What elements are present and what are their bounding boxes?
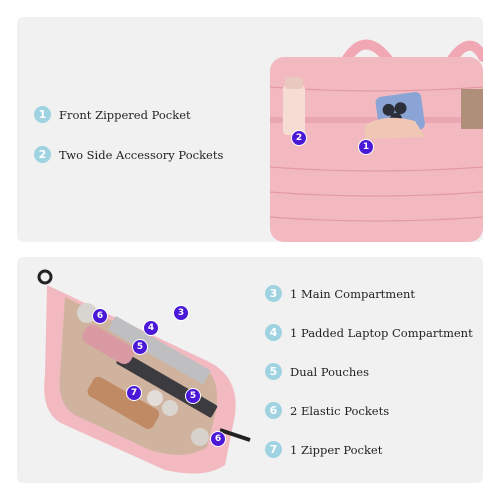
feature-number-circle: 5	[265, 363, 282, 380]
photo-badge: 6	[210, 431, 226, 447]
photo-badge: 3	[173, 305, 189, 321]
photo-badge: 4	[143, 320, 159, 336]
feature-number-circle: 2	[34, 146, 51, 163]
feature-label: Dual Pouches	[290, 364, 369, 379]
feature-label: Front Zippered Pocket	[59, 107, 191, 122]
bottom-feature-panel: 6 4 3 5 7 5 6 3 1 Main Compartment 4 1 P…	[17, 257, 483, 483]
feature-number-circle: 3	[265, 285, 282, 302]
feature-dual-pouches: 5 Dual Pouches	[265, 363, 369, 380]
tote-bag-front-photo: 1 2	[265, 17, 483, 242]
feature-label: 1 Main Compartment	[290, 286, 416, 301]
top-feature-panel: 1 Front Zippered Pocket 2 Two Side Acces…	[17, 17, 483, 242]
feature-side-accessory-pockets: 2 Two Side Accessory Pockets	[34, 146, 223, 163]
feature-front-zippered-pocket: 1 Front Zippered Pocket	[34, 106, 191, 123]
photo-badge: 7	[126, 385, 142, 401]
feature-label: 1 Padded Laptop Compartment	[290, 325, 473, 340]
photo-badge: 2	[291, 130, 307, 146]
feature-number-circle: 4	[265, 324, 282, 341]
feature-label: 1 Zipper Pocket	[290, 442, 383, 457]
feature-label: Two Side Accessory Pockets	[59, 147, 224, 162]
photo-badge: 1	[358, 139, 374, 155]
feature-number-circle: 1	[34, 106, 51, 123]
photo-badge: 6	[92, 308, 108, 324]
feature-number-circle: 7	[265, 441, 282, 458]
photo-badge: 5	[185, 388, 201, 404]
feature-elastic-pockets: 6 2 Elastic Pockets	[265, 402, 389, 419]
tote-bag-interior-photo: 6 4 3 5 7 5 6	[35, 265, 255, 480]
feature-number-circle: 6	[265, 402, 282, 419]
feature-padded-laptop-compartment: 4 1 Padded Laptop Compartment	[265, 324, 473, 341]
feature-zipper-pocket: 7 1 Zipper Pocket	[265, 441, 382, 458]
photo-badge: 5	[132, 339, 148, 355]
feature-label: 2 Elastic Pockets	[290, 403, 390, 418]
feature-main-compartment: 3 1 Main Compartment	[265, 285, 415, 302]
